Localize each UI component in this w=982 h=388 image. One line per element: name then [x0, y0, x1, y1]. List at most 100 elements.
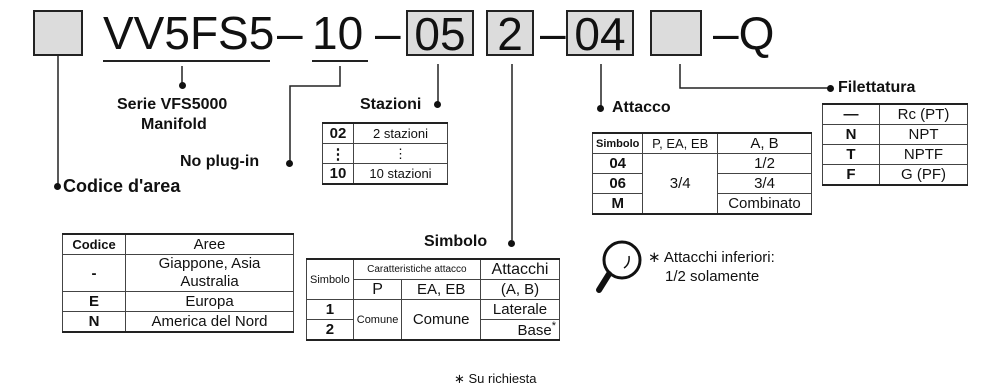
attacco-code: M [591, 193, 644, 215]
series-label-line2: Manifold [141, 116, 207, 133]
simbolo-header-caratteristiche: Caratteristiche attacco [352, 258, 482, 280]
simbolo-p: Comune [352, 299, 403, 341]
table-row: 02 2 stazioni [322, 122, 448, 144]
table-row: 2 Base* [306, 319, 560, 341]
simbolo-title: Simbolo [424, 233, 488, 250]
filettatura-title: Filettatura [838, 79, 916, 96]
attacco-code: 06 [591, 173, 644, 194]
table-header-row: Simbolo P, EA, EB A, B [591, 132, 812, 154]
filettatura-desc: NPT [879, 124, 968, 145]
attacco-title: Attacco [612, 99, 671, 116]
area-desc: Europa [125, 291, 294, 312]
filettatura-code: F [822, 164, 880, 186]
stazioni-table: 02 2 stazioni ⋮ ⋮ 10 10 stazioni [322, 122, 448, 185]
table-row: 10 10 stazioni [322, 163, 448, 185]
simbolo-header-ea-eb: EA, EB [401, 279, 482, 300]
area-code: - [62, 254, 126, 292]
table-row: N NPT [822, 124, 968, 145]
filettatura-desc: G (PF) [879, 164, 968, 186]
table-row: — Rc (PT) [822, 103, 968, 125]
no-plugin-dot [286, 160, 293, 167]
plugin-code: 10 [312, 7, 364, 59]
attacco-note-line2: 1/2 solamente [665, 268, 760, 285]
series-code: VV5FS5 [103, 7, 275, 59]
attacco-ab: 1/2 [717, 153, 812, 174]
series-dot [179, 82, 186, 89]
table-row: 06 3/4 [591, 173, 812, 194]
attacco-header-simbolo: Simbolo [591, 132, 644, 154]
attacco-table: Simbolo P, EA, EB A, B 04 3/4 1/2 06 3/4… [591, 132, 812, 215]
filettatura-code: T [822, 144, 880, 165]
table-row: N America del Nord [62, 311, 294, 333]
area-desc: America del Nord [125, 311, 294, 333]
symbol-code-box: 2 [486, 10, 534, 57]
simbolo-header-attacchi: Attacchi [480, 258, 560, 280]
simbolo-code: 1 [306, 299, 354, 320]
area-desc-line1: Giappone, Asia [158, 255, 261, 272]
attacco-dot [597, 105, 604, 112]
port-code-box: 04 [566, 10, 634, 57]
area-header-aree: Aree [125, 233, 294, 255]
filettatura-code: — [822, 103, 880, 125]
series-label-line1: Serie VFS5000 [117, 96, 228, 113]
area-desc-line2: Australia [180, 273, 239, 290]
simbolo-ab: Base [517, 322, 552, 339]
attacco-note-line1: ∗ Attacchi inferiori: [648, 249, 775, 266]
simbolo-dot [508, 240, 515, 247]
stazioni-code: 10 [322, 163, 354, 185]
stazioni-desc: ⋮ [353, 143, 448, 164]
table-header-row: Simbolo Caratteristiche attacco Attacchi [306, 258, 560, 300]
dash-1: – [277, 7, 303, 59]
simbolo-table: Simbolo Caratteristiche attacco Attacchi… [306, 258, 560, 341]
table-row: - Giappone, Asia Australia [62, 254, 294, 292]
no-plugin-label: No plug-in [180, 153, 260, 170]
filettatura-desc: NPTF [879, 144, 968, 165]
area-table: Codice Aree - Giappone, Asia Australia E… [62, 233, 294, 333]
simbolo-ab: Laterale [480, 299, 560, 320]
table-row: F G (PF) [822, 164, 968, 186]
table-row: E Europa [62, 291, 294, 312]
simbolo-ea-eb: Comune [401, 299, 482, 341]
attacco-ab: Combinato [717, 193, 812, 215]
thread-code-box [650, 10, 702, 56]
attacco-header-ab: A, B [717, 132, 812, 154]
table-header-row: P EA, EB (A, B) [307, 279, 560, 300]
table-row: T NPTF [822, 144, 968, 165]
stazioni-code: ⋮ [322, 143, 354, 164]
series-underline [103, 60, 270, 62]
filettatura-table: — Rc (PT) N NPT T NPTF F G (PF) [822, 103, 968, 186]
area-code: E [62, 291, 126, 312]
area-code-box [33, 10, 83, 56]
stazioni-code: 02 [322, 122, 354, 144]
area-code: N [62, 311, 126, 333]
dash-3: – [540, 7, 566, 59]
filettatura-dot [827, 85, 834, 92]
table-row: M Combinato [591, 193, 812, 215]
suffix-code: –Q [713, 7, 775, 59]
attacco-header-p-ea-eb: P, EA, EB [642, 132, 718, 154]
stazioni-dot [434, 101, 441, 108]
table-row: ⋮ ⋮ [322, 143, 448, 164]
simbolo-footnote: ∗ Su richiesta [454, 371, 537, 386]
attacco-ab: 3/4 [717, 173, 812, 194]
stazioni-desc: 10 stazioni [353, 163, 448, 185]
simbolo-code: 2 [306, 319, 354, 341]
area-desc: Giappone, Asia Australia [125, 254, 294, 292]
stazioni-title: Stazioni [360, 96, 422, 113]
base-mark: * [551, 320, 556, 332]
attacco-code: 04 [591, 153, 644, 174]
simbolo-header-p: P [352, 279, 403, 300]
simbolo-header-ab: (A, B) [480, 279, 560, 300]
table-row: 1 Comune Comune Laterale [306, 299, 560, 341]
area-code-dot [54, 183, 61, 190]
simbolo-header-simbolo: Simbolo [306, 258, 354, 300]
simbolo-ab-cell: Base* [480, 319, 560, 341]
area-code-label: Codice d'area [63, 176, 181, 196]
plugin-underline [312, 60, 368, 62]
filettatura-desc: Rc (PT) [879, 103, 968, 125]
attacco-p-ea-eb: 3/4 [642, 153, 718, 215]
filettatura-code: N [822, 124, 880, 145]
table-row: 04 3/4 1/2 [591, 153, 812, 215]
stations-code-box: 05 [406, 10, 474, 57]
